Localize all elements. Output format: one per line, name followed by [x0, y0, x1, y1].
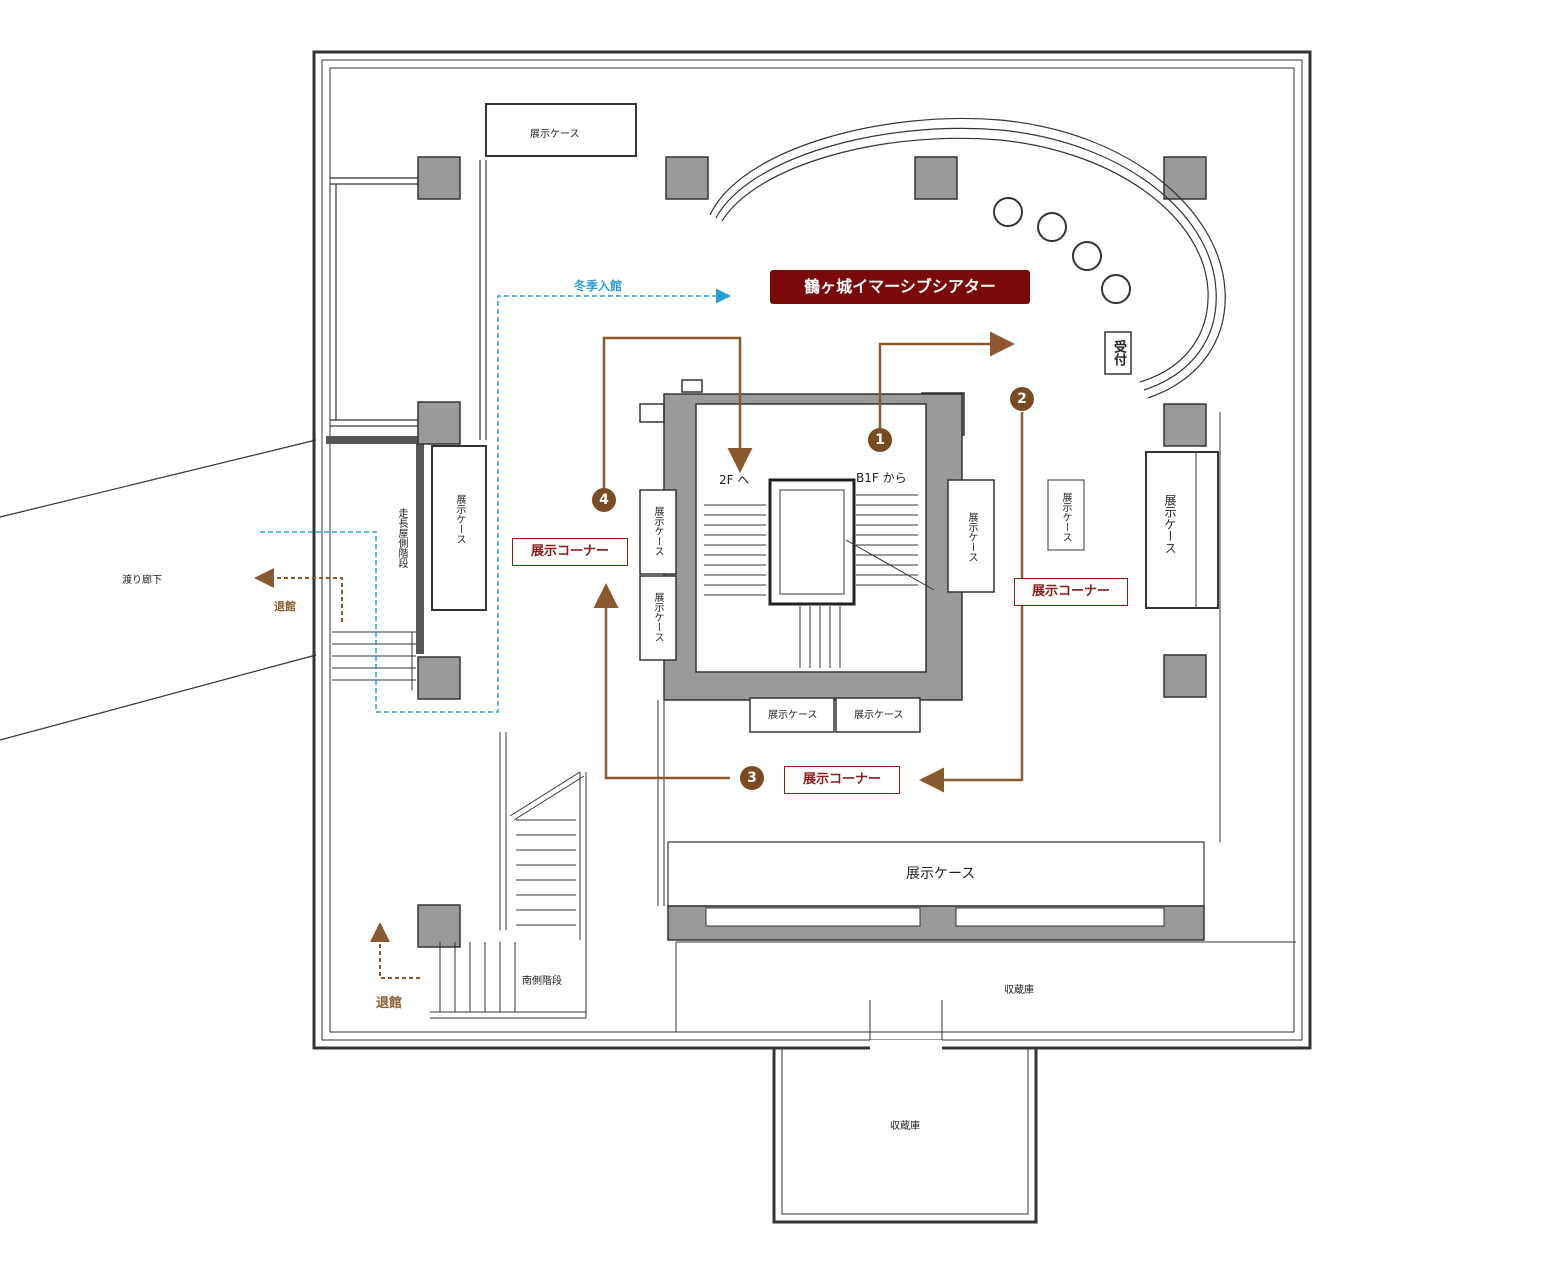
corridor-lines — [0, 439, 317, 741]
winter-entrance-label: 冬季入館 — [574, 279, 623, 293]
theater-seats — [993, 197, 1131, 304]
reception-desk — [1104, 331, 1132, 375]
stair-to-2f: 2F へ — [719, 473, 750, 487]
hashirinagaya-stairs-label: 走長屋側階段 — [396, 508, 407, 568]
railing-bar-vertical — [416, 444, 424, 654]
case-center-left-b: 展示ケース — [652, 592, 663, 642]
core-bottom-cases — [749, 697, 921, 733]
marker-3: 3 — [740, 766, 764, 790]
storage-label-1: 収蔵庫 — [1004, 985, 1034, 996]
case-right-free: 展示ケース — [1060, 492, 1071, 542]
exit-label-1: 退館 — [274, 600, 296, 613]
case-right-wall: 展示ケース — [1163, 494, 1177, 554]
stair-treads-left — [704, 504, 766, 596]
long-case — [667, 841, 1205, 907]
marker-2: 2 — [1010, 387, 1034, 411]
case-center-right: 展示ケース — [966, 512, 977, 562]
marker-1: 1 — [868, 428, 892, 452]
core-side-cases — [639, 479, 995, 661]
elevator-inner — [779, 489, 845, 595]
theater-curve — [709, 117, 1226, 399]
exit-arrows — [254, 568, 420, 979]
right-wall-case — [1145, 451, 1219, 609]
case-left-tall: 展示ケース — [454, 494, 465, 544]
left-room-walls — [330, 160, 487, 440]
winter-route — [260, 288, 731, 713]
exhibit-corner-4[interactable]: 展示コーナー — [512, 538, 628, 566]
south-stairs-label: 南側階段 — [522, 976, 562, 987]
case-long-bottom: 展示ケース — [906, 866, 976, 882]
stair-treads-right — [845, 494, 935, 591]
exhibit-corner-2[interactable]: 展示コーナー — [1014, 578, 1128, 606]
left-small-stairs — [332, 631, 416, 690]
case-bottom-b: 展示ケース — [854, 710, 904, 721]
left-tall-case — [431, 445, 487, 611]
case-center-left-a: 展示ケース — [652, 506, 663, 556]
annex-opening — [870, 1040, 942, 1054]
right-free-case — [1047, 479, 1085, 551]
storage-label-2: 収蔵庫 — [890, 1121, 920, 1132]
marker-4: 4 — [592, 488, 616, 512]
storage-annex — [772, 1046, 1038, 1224]
exit-label-2: 退館 — [376, 996, 403, 1011]
theater-title[interactable]: 鶴ヶ城イマーシブシアター — [770, 270, 1030, 304]
railing-bar — [326, 436, 420, 444]
south-stairs — [430, 732, 587, 1019]
corridor-label: 渡り廊下 — [122, 575, 162, 586]
reception-label: 受付 — [1111, 340, 1126, 366]
top-case-frame — [485, 103, 637, 157]
stair-treads-down — [799, 606, 841, 668]
exhibit-corner-3[interactable]: 展示コーナー — [784, 766, 900, 794]
route-arrows — [593, 331, 1024, 793]
case-bottom-a: 展示ケース — [768, 710, 818, 721]
case-top: 展示ケース — [530, 129, 580, 140]
stair-from-b1f: B1F から — [856, 471, 907, 485]
